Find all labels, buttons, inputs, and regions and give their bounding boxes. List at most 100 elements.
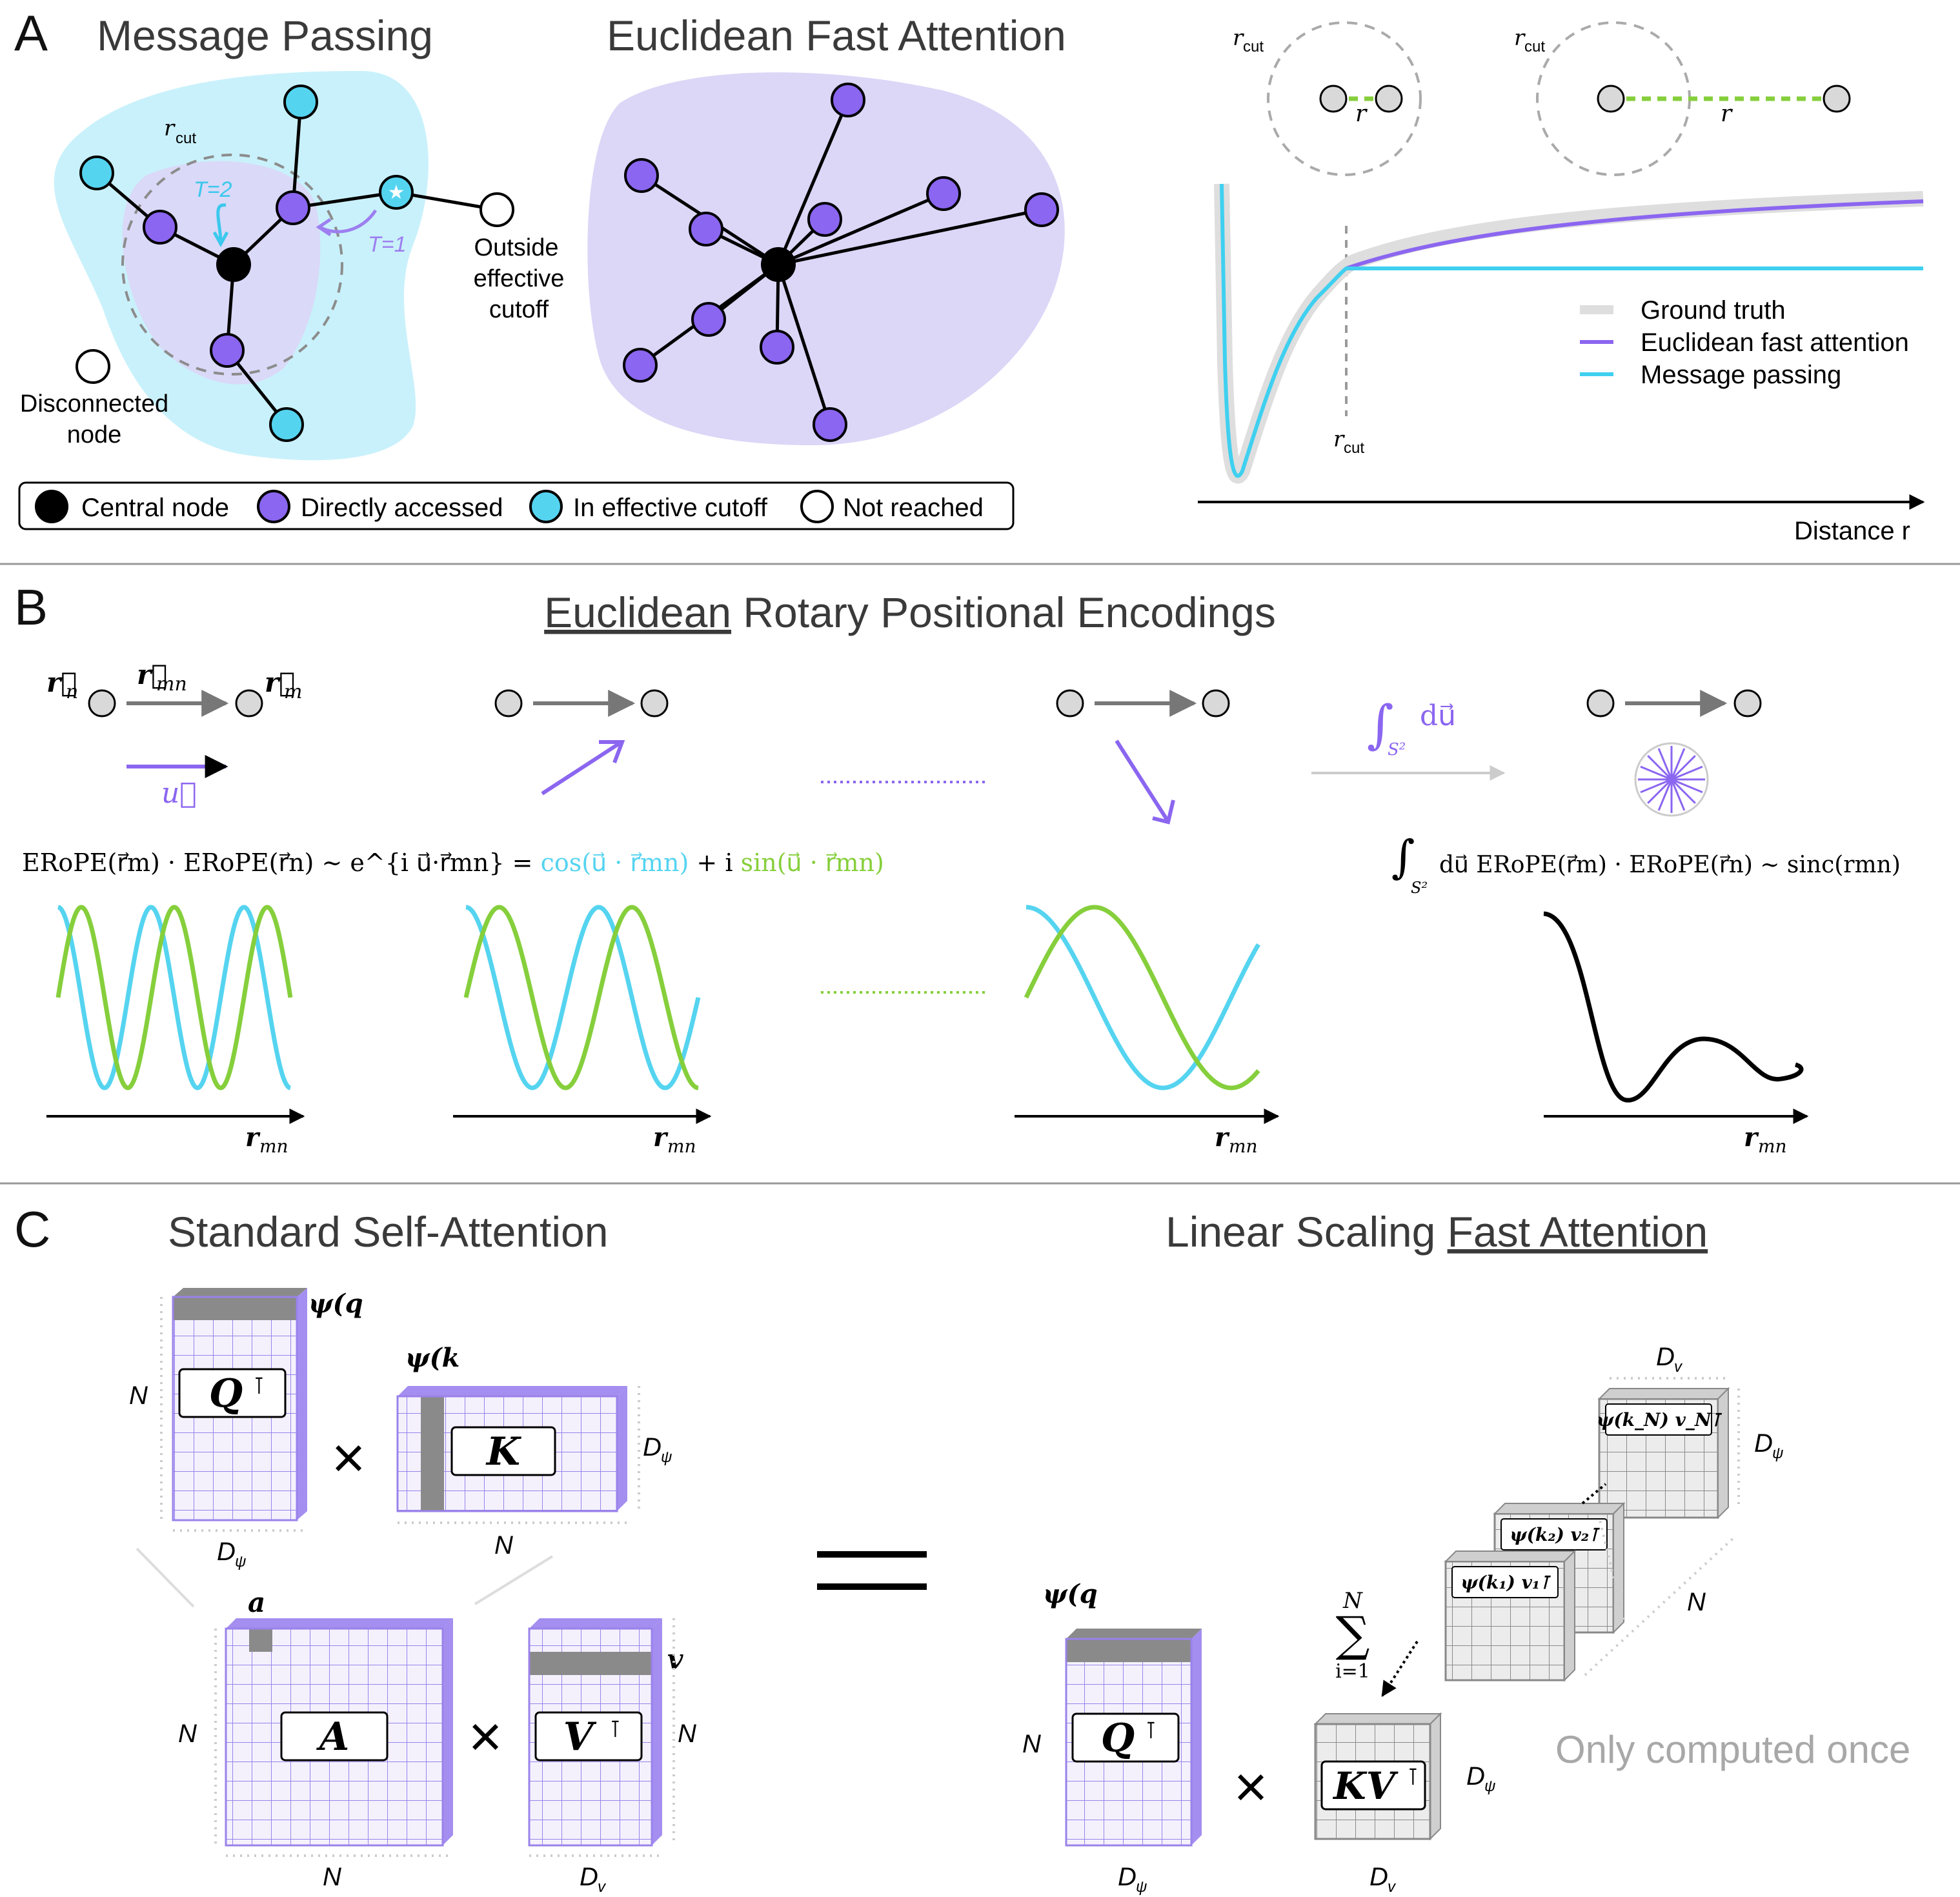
t2-label: T=2: [194, 177, 232, 202]
stack-dv-sub: v: [1674, 1358, 1683, 1376]
du-label: du⃗: [1420, 699, 1456, 732]
disconnected-node: [76, 349, 110, 384]
efa-region: [587, 72, 1065, 446]
a-label: A: [316, 1714, 350, 1760]
rmn-label: r⃗: [137, 659, 167, 690]
t1-arrow: [319, 209, 378, 234]
plot-cutoff-circle-1: [1267, 21, 1422, 176]
v-matrix: V ⊺: [528, 1618, 662, 1847]
cos-wave: [465, 905, 701, 1090]
direction-spoke: [1640, 778, 1672, 794]
plot-rcut-3-sub: cut: [1344, 439, 1364, 457]
formula-erope: ERoPE(r⃗m) · ERoPE(r⃗n) ∼ e^{i u⃗·r⃗mn} …: [22, 848, 884, 877]
node-m: [235, 689, 263, 718]
stack-n-label: N: [1687, 1588, 1706, 1616]
direction-spoke: [1670, 748, 1686, 780]
panel-b-letter: B: [14, 579, 48, 636]
rcut-circle: [121, 154, 343, 376]
v-transpose: ⊺: [609, 1716, 621, 1742]
sin-wave: [56, 905, 293, 1090]
fast-q-label: Q: [1101, 1716, 1135, 1761]
fast-title: Linear Scaling Fast Attention: [1166, 1208, 1708, 1256]
direct-node: [143, 210, 177, 245]
legend-cutoff: In effective cutoff: [573, 494, 768, 522]
q-d-sub: ψ: [235, 1553, 246, 1571]
direction-spoke: [1647, 778, 1673, 804]
axis-label-4: r: [1744, 1122, 1759, 1152]
atom-node: [1823, 85, 1851, 113]
direction-spoke: [1640, 765, 1672, 781]
stack-dpsi-sub: ψ: [1772, 1445, 1783, 1462]
outer-product-stack: ψ(k_N) v_N⊺ ψ(k₂) v₂⊺ ψ(k₁) v₁⊺: [1444, 1377, 1740, 1682]
plot-rcut-2: r: [1514, 25, 1526, 51]
fast-q-matrix: Q ⊺: [1065, 1629, 1202, 1847]
formula-integral: ∫: [1391, 830, 1415, 883]
plot-legend-efa: Euclidean fast attention: [1641, 328, 1909, 357]
k2-label: ψ(k₂) v₂⊺: [1510, 1524, 1600, 1545]
axis-sub-2: mn: [667, 1136, 696, 1157]
psi-kn-label: ψ(k: [405, 1343, 460, 1373]
node-m: [1733, 689, 1762, 718]
legend-central-swatch: [35, 490, 68, 523]
legend-notreached: Not reached: [843, 494, 984, 522]
kv-dv-sub: v: [1388, 1878, 1397, 1896]
node-n: [494, 689, 523, 718]
psi-qm-label: ψ(q: [308, 1289, 363, 1319]
direction-spoke: [1647, 755, 1673, 781]
v-n-label: N: [678, 1720, 696, 1748]
cos-wave: [57, 905, 291, 1090]
connector: [474, 1555, 554, 1605]
cutoff-node: [79, 156, 114, 190]
direction-spoke: [1671, 778, 1703, 794]
only-once-note: Only computed once: [1555, 1728, 1910, 1771]
mp-curve: [1220, 183, 1923, 478]
formula-plus: + i: [689, 848, 740, 877]
fast-title-underlined: Fast Attention: [1448, 1208, 1708, 1256]
plot-r-2: r: [1721, 101, 1733, 127]
outside-label-1: Outside: [474, 234, 559, 261]
cutoff-node: [269, 407, 304, 442]
integral-sub: S²: [1388, 740, 1406, 759]
axis-label-2: r: [653, 1122, 669, 1152]
atom-node: [1597, 85, 1625, 113]
atom-node: [1319, 85, 1348, 113]
q-n-label: N: [129, 1381, 148, 1410]
sphere-directions-icon: [1634, 742, 1709, 817]
t1-label: T=1: [368, 232, 407, 257]
rn-sub: n: [66, 681, 78, 703]
plot-r-1: r: [1355, 101, 1368, 127]
stack-dpsi-label: D: [1754, 1429, 1773, 1458]
panel-b: B Euclidean Rotary Positional Encodings …: [14, 579, 1901, 1157]
q-label: Q: [209, 1371, 243, 1416]
message-passing-title: Message Passing: [97, 12, 433, 59]
times-2: ×: [469, 1705, 503, 1769]
q-transpose: ⊺: [253, 1372, 265, 1399]
node-m: [1202, 689, 1230, 718]
direct-node: [210, 333, 245, 368]
legend-direct-swatch: [257, 490, 290, 523]
fast-q-d: D: [1118, 1863, 1137, 1891]
q-d-label: D: [217, 1538, 236, 1566]
node-n: [88, 689, 116, 718]
panel-a: A Message Passing Euclidean Fast Attenti…: [14, 5, 1925, 545]
sin-wave: [463, 905, 699, 1090]
amn-label: a: [248, 1587, 265, 1618]
rcut-sub: cut: [176, 130, 196, 147]
central-node: [216, 247, 251, 282]
cos-wave: [1026, 905, 1261, 1090]
k-d-sub: ψ: [661, 1449, 672, 1466]
axis-sub-1: mn: [259, 1136, 288, 1157]
k1-label: ψ(k₁) v₁⊺: [1460, 1572, 1551, 1593]
legend-cutoff-swatch: [529, 490, 563, 523]
formula-cos: cos(u⃗ · r⃗mn): [541, 848, 689, 877]
node-n: [1056, 689, 1084, 718]
legend-direct: Directly accessed: [301, 494, 503, 522]
a-n-label: N: [178, 1720, 197, 1748]
integral-symbol: ∫: [1367, 694, 1394, 754]
efa-central-node: [761, 247, 796, 282]
times-3: ×: [1234, 1755, 1268, 1820]
sum-symbol: ∑: [1336, 1607, 1370, 1662]
kv-transpose: ⊺: [1407, 1763, 1419, 1790]
panel-b-title: Euclidean Rotary Positional Encodings: [544, 588, 1276, 636]
plot-rcut-3: r: [1333, 427, 1345, 452]
